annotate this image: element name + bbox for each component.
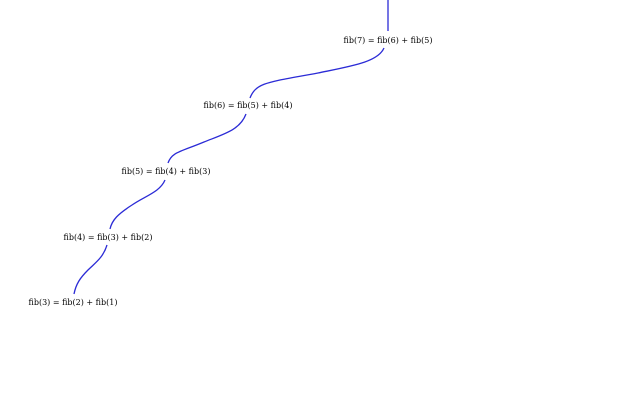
node-fib7: fib(7) = fib(6) + fib(5): [344, 36, 433, 45]
edge-fib6-to-fib5: [167, 113, 247, 164]
node-fib3: fib(3) = fib(2) + fib(1): [29, 298, 118, 307]
edge-fib5-to-fib4: [109, 179, 166, 230]
node-fib4: fib(4) = fib(3) + fib(2): [64, 233, 153, 242]
edge-fib4-to-fib3: [73, 244, 108, 295]
node-fib5: fib(5) = fib(4) + fib(3): [122, 167, 211, 176]
edge-fib7-to-fib6: [249, 47, 385, 99]
node-fib6: fib(6) = fib(5) + fib(4): [204, 101, 293, 110]
